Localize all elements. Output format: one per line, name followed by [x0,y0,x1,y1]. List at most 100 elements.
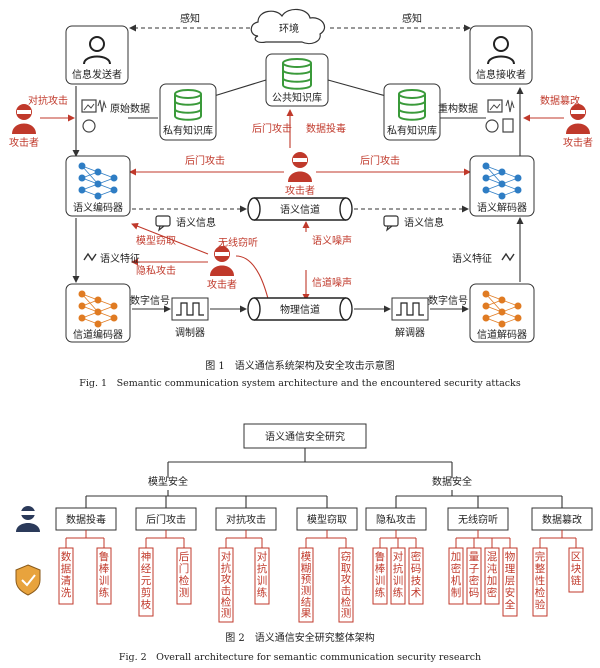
defense-node [502,547,518,617]
attack-label-1: 后门攻击 [146,513,186,526]
defense-label-5: 对抗训练 [257,550,268,599]
sender-label: 信息发送者 [72,68,122,81]
semantic-channel-label: 语义信道 [280,203,320,216]
database-icon [398,89,426,121]
database-icon [282,58,312,90]
private-kb-left-label: 私有知识库 [163,124,213,137]
defense-node [96,547,112,605]
defense-label-3: 后门检测 [179,551,190,599]
defense-node [218,547,234,623]
data-poisoning-label: 数据投毒 [306,122,346,135]
semantic-feature-label-right: 语义特征 [452,253,492,265]
chat-icon-left [155,215,171,232]
semantic-decoder-label: 语义解码器 [477,201,527,214]
defense-label-7: 窃取攻击检测 [341,550,352,620]
neural-network-icon [78,290,118,328]
defense-node [448,547,464,605]
fig1-caption-en: Fig. 1 Semantic communication system arc… [79,378,521,389]
defense-label-6: 模糊预测结果 [301,551,312,620]
fig1-caption-cn: 图 1 语义通信系统架构及安全攻击示意图 [205,359,395,372]
digital-signal-label-left: 数字信号 [130,294,170,307]
feature-icon-left [83,252,97,262]
defense-node [298,547,314,623]
chat-icon-right [383,215,399,232]
defense-node [466,547,482,605]
hacker-icon [16,506,40,532]
defense-label-12: 量子密码 [469,551,480,599]
data-tampering-label: 数据篡改 [540,94,580,107]
attacker-center: 攻击者 [285,152,315,197]
attacker-center-label: 攻击者 [285,184,315,197]
person-icon [89,36,105,52]
defense-label-10: 密码技术 [411,550,422,599]
defense-node [408,547,424,605]
semantic-encoder-box: 语义编码器 [65,155,131,217]
public-to-private-left [213,79,267,97]
attack-label-4: 隐私攻击 [376,513,416,526]
public-to-private-right [327,79,387,97]
defense-label-0: 数据清洗 [61,550,72,599]
receiver-box: 信息接收者 [469,25,533,85]
wireless-eavesdrop-label: 无线窃听 [218,236,258,249]
physical-channel-label: 物理信道 [280,303,320,316]
defense-label-1: 鲁棒训练 [99,550,110,599]
defense-label-4: 对抗攻击检测 [221,550,232,620]
model-security-label: 模型安全 [148,475,188,488]
semantic-info-label-right: 语义信息 [404,216,444,229]
attack-label-0: 数据投毒 [66,513,106,526]
defense-node [390,547,406,605]
neural-network-icon [482,290,522,328]
semantic-feature-label-left: 语义特征 [100,253,140,265]
root-label: 语义通信安全研究 [265,430,345,443]
attack-label-6: 数据篡改 [542,513,582,526]
channel-decoder-label: 信道解码器 [477,328,527,341]
defense-label-9: 对抗训练 [393,550,404,599]
semantic-noise-label: 语义噪声 [312,234,352,247]
image-icon [81,99,97,113]
demodulator-label: 解调器 [395,326,425,339]
image-icon [487,99,503,113]
square-wave-icon [396,302,424,316]
defense-node [338,547,354,623]
perception-label-right: 感知 [402,12,422,25]
defense-label-15: 完整性检验 [535,550,546,611]
attacker-right: 攻击者 [563,104,593,149]
defense-node [176,547,192,605]
receiver-label: 信息接收者 [476,68,526,81]
fig2-caption-cn: 图 2 语义通信安全研究整体架构 [225,631,375,644]
attacker-lower-label: 攻击者 [207,278,237,291]
defense-node [568,547,584,593]
defense-node [372,547,388,605]
defense-label-13: 混沌加密 [487,551,498,599]
channel-encoder-box: 信道编码器 [65,283,131,343]
semantic-encoder-label: 语义编码器 [73,201,123,214]
defense-node [138,547,154,617]
adversarial-attack-label: 对抗攻击 [28,94,68,107]
sender-box: 信息发送者 [65,25,129,85]
attacker-left-label: 攻击者 [9,136,39,149]
fig2-tree: 语义通信安全研究 模型安全 数据安全 数据投毒 后门攻击 对抗攻击 模型窃取 隐… [15,423,593,596]
defense-label-11: 加密机制 [451,551,462,599]
reconstructed-data-icons: 重构数据 [438,99,515,133]
channel-noise-label: 信道噪声 [312,276,352,289]
fig2-caption-en: Fig. 2 Overall architecture for semantic… [119,652,481,663]
modulator-box: 调制器 [171,297,209,339]
channel-decoder-box: 信道解码器 [469,283,535,343]
attack-label-3: 模型窃取 [307,513,347,526]
waveform-icon [97,99,107,113]
public-kb-label: 公共知识库 [272,91,322,104]
attacker-right-label: 攻击者 [563,136,593,149]
waveform-icon [505,99,515,113]
model-stealing-arrow [131,222,209,255]
perception-label-left: 感知 [180,12,200,25]
semantic-channel-pipe: 语义信道 [247,197,353,221]
defense-node [254,547,270,605]
channel-encoder-label: 信道编码器 [73,328,123,341]
private-kb-left-box: 私有知识库 [159,83,217,141]
attacker-lower: 攻击者 [207,246,237,291]
attacker-left: 攻击者 [9,104,39,149]
video-icon [82,119,96,133]
attack-label-2: 对抗攻击 [226,513,266,526]
